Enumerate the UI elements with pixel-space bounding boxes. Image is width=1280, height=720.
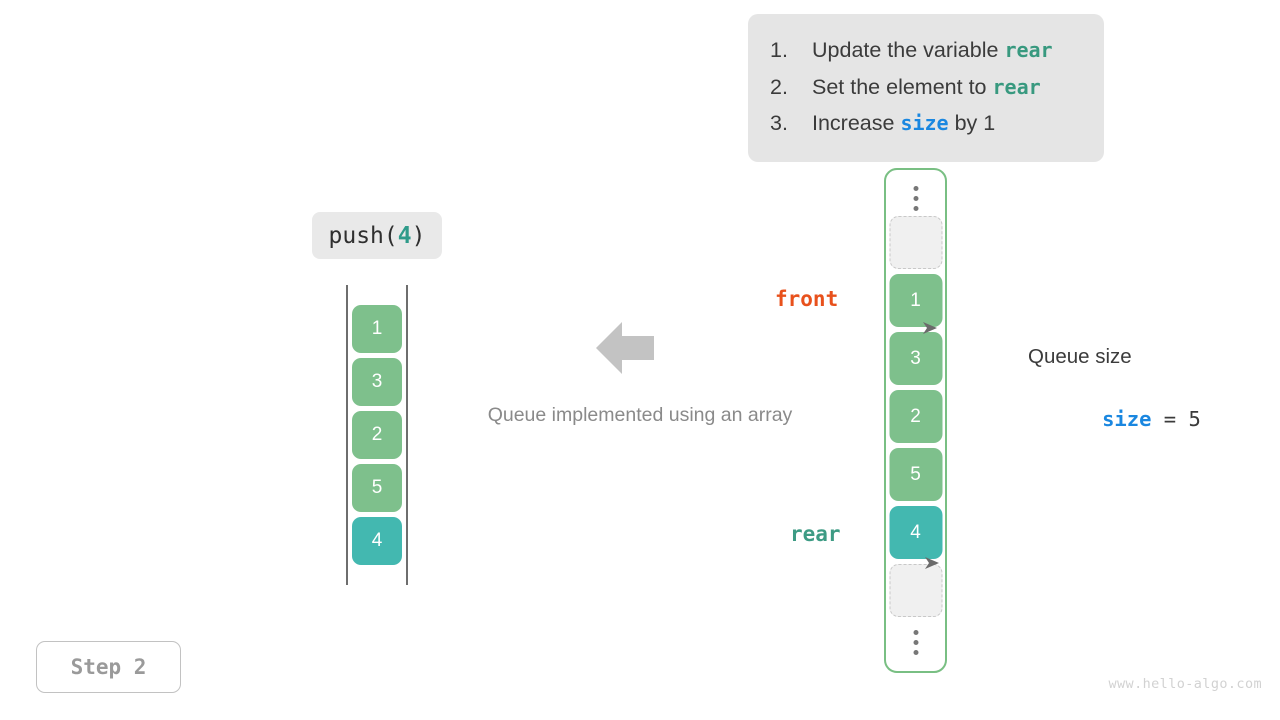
- left-cell: 2: [352, 411, 402, 459]
- left-queue-cells: 1 3 2 5 4: [352, 305, 402, 565]
- instruction-code-rear: rear: [1004, 38, 1053, 62]
- instruction-code-size: size: [900, 111, 949, 135]
- queue-slot: 5: [889, 448, 942, 501]
- instruction-text: Update the variable: [812, 38, 1005, 62]
- operation-name: push(: [328, 222, 398, 249]
- ellipsis-top-icon: [913, 186, 918, 211]
- queue-size-expression: size = 5: [1028, 380, 1201, 458]
- diagram-caption: Queue implemented using an array: [487, 404, 793, 426]
- watermark: www.hello-algo.com: [1108, 676, 1262, 692]
- rear-pointer: rear: [790, 522, 940, 569]
- operation-label: push(4): [312, 212, 442, 259]
- front-pointer-label: front: [775, 287, 839, 311]
- rear-pointer-label: rear: [790, 522, 841, 546]
- operation-argument: 4: [397, 222, 412, 249]
- operation-close-paren: ): [411, 222, 426, 249]
- right-rail: [406, 285, 408, 585]
- step-badge: Step 2: [36, 641, 181, 693]
- front-pointer: front: [775, 287, 938, 334]
- instruction-item-3: 3. Increase size by 1: [770, 105, 1082, 142]
- left-cell: 3: [352, 358, 402, 406]
- instruction-number: 1.: [770, 38, 788, 62]
- dot: [913, 186, 918, 191]
- instruction-code-rear: rear: [992, 74, 1041, 99]
- size-equals: =: [1151, 407, 1189, 431]
- instruction-number: 3.: [770, 111, 788, 135]
- left-rail: [346, 285, 348, 585]
- queue-slot-empty: [889, 216, 942, 269]
- instruction-text: Increase: [812, 111, 901, 135]
- left-cell: 5: [352, 464, 402, 512]
- size-value: 5: [1188, 407, 1201, 431]
- size-variable: size: [1102, 407, 1152, 431]
- queue-slot-empty: [889, 564, 942, 617]
- left-cell-highlighted: 4: [352, 517, 402, 565]
- dot: [913, 650, 918, 655]
- queue-slot: 3: [889, 332, 942, 385]
- left-arrow-icon: [596, 322, 654, 374]
- queue-slot-stack: 1 3 2 5 4: [889, 216, 942, 617]
- queue-size-info: Queue size size = 5: [1028, 343, 1201, 458]
- instruction-number: 2.: [770, 74, 788, 99]
- left-queue-column: 1 3 2 5 4: [346, 285, 408, 585]
- queue-array-container: 1 3 2 5 4: [884, 168, 947, 673]
- queue-slot: 2: [889, 390, 942, 443]
- instruction-item-2: 2. Set the element to rear: [770, 69, 1082, 106]
- ellipsis-bottom-icon: [913, 630, 918, 655]
- instruction-item-1: 1. Update the variable rear: [770, 32, 1082, 69]
- queue-slot: 1: [889, 274, 942, 327]
- dot: [913, 640, 918, 645]
- dot: [913, 196, 918, 201]
- instruction-box: 1. Update the variable rear 2. Set the e…: [748, 14, 1104, 162]
- pointer-arrow-icon: [850, 527, 940, 569]
- dot: [913, 630, 918, 635]
- instruction-text-tail: by 1: [948, 111, 996, 135]
- instruction-text: Set the element to: [812, 74, 993, 99]
- pointer-arrow-icon: [847, 292, 938, 334]
- left-cell: 1: [352, 305, 402, 353]
- queue-size-title: Queue size: [1028, 345, 1132, 368]
- queue-slot-highlighted: 4: [889, 506, 942, 559]
- dot: [913, 206, 918, 211]
